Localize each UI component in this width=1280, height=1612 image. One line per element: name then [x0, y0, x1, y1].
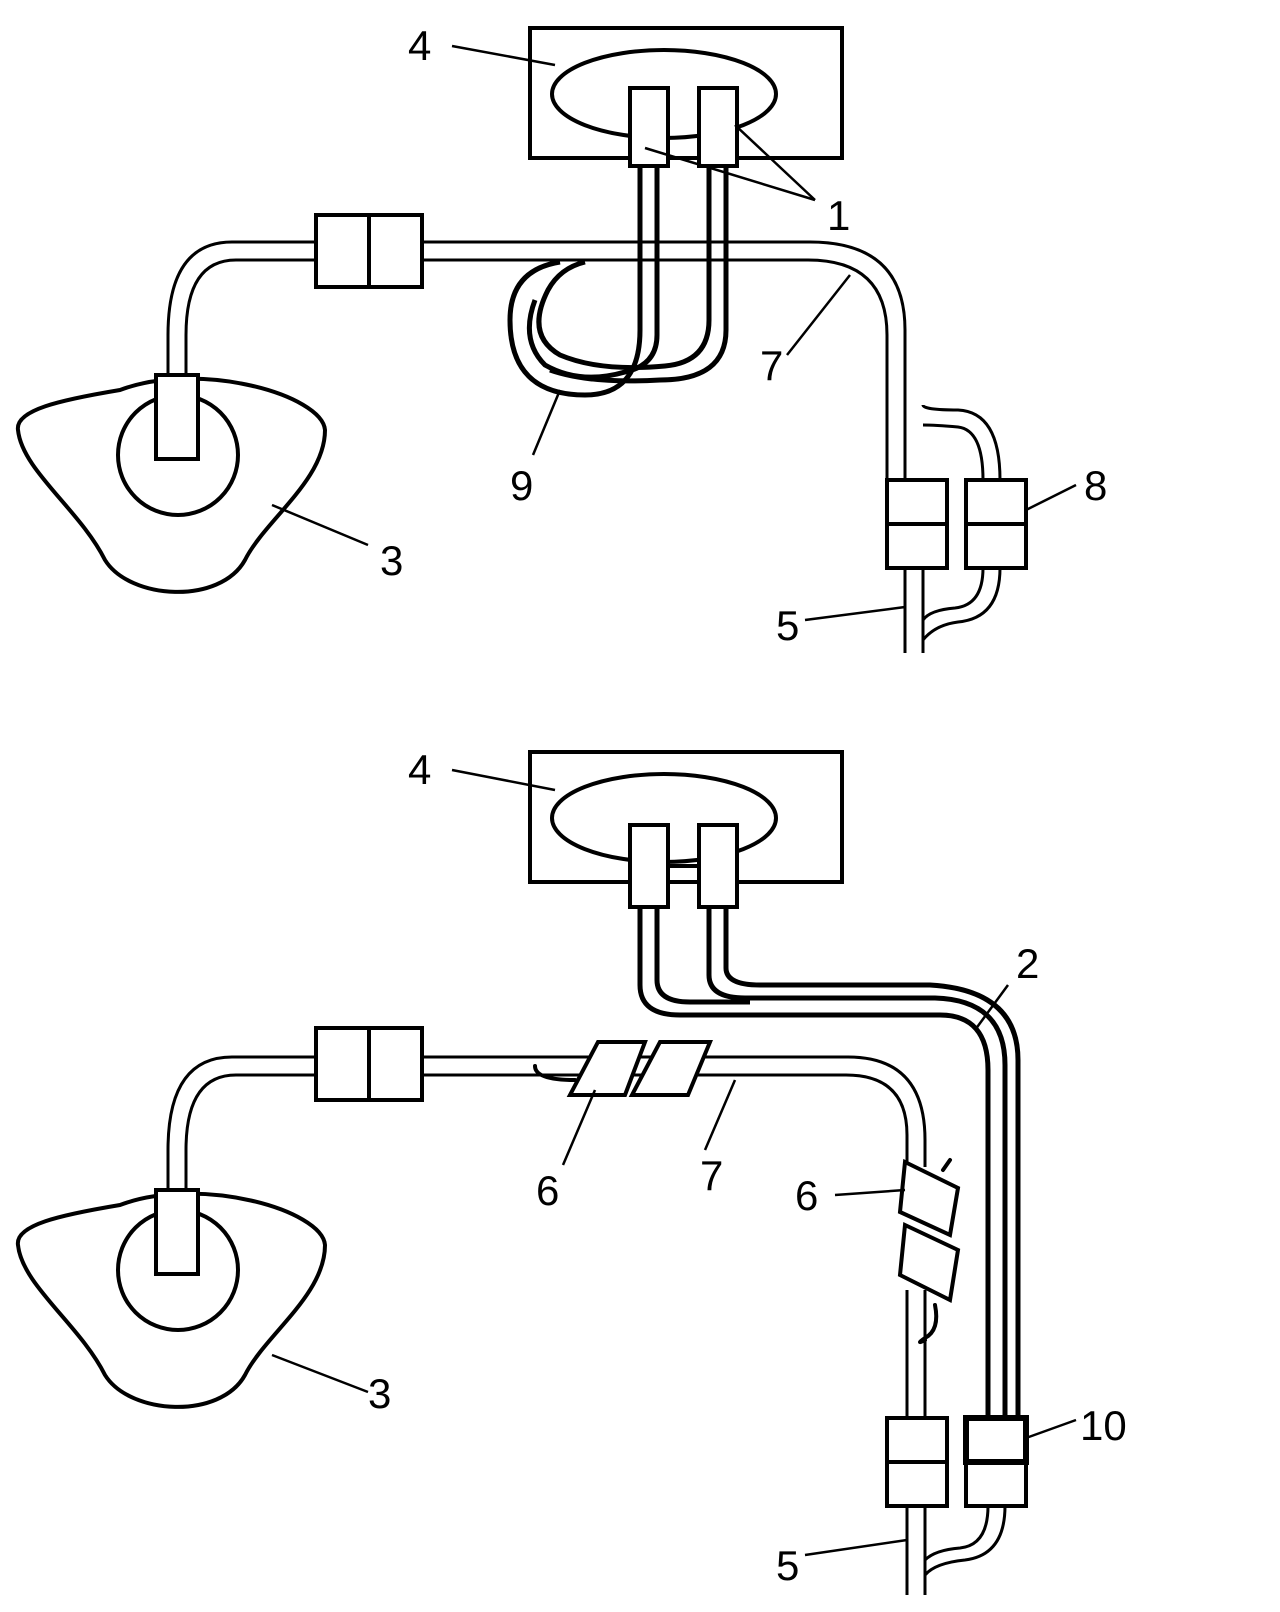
label-device-4-top: 4: [408, 22, 431, 69]
coil-9-top: [507, 166, 729, 398]
leaders-bottom: [271, 768, 1077, 1557]
valve-block-8-top: [964, 478, 1028, 570]
tube-connector-bottom: [314, 1026, 424, 1102]
mask-3-top: [15, 373, 327, 594]
label-valve-10: 10: [1080, 1402, 1127, 1449]
label-connectors-1: 1: [827, 192, 850, 239]
label-device-4-bottom: 4: [408, 746, 431, 793]
label-mask-3-bottom: 3: [368, 1370, 391, 1417]
valve-block-left-bottom: [885, 1416, 949, 1508]
label-clip-6-left: 6: [536, 1167, 559, 1214]
device-4-bottom: [528, 750, 844, 909]
tube-connector-top: [314, 213, 424, 289]
label-mask-3-top: 3: [380, 537, 403, 584]
label-hose-2: 2: [1016, 940, 1039, 987]
figure-bottom: 4 2 6 7 6 3 10 5: [15, 746, 1127, 1595]
label-tube-7-top: 7: [760, 342, 783, 389]
label-tube-7-bottom: 7: [700, 1152, 723, 1199]
valve-block-10: [963, 1415, 1029, 1508]
label-clip-6-right: 6: [795, 1172, 818, 1219]
valve-block-left-top: [885, 478, 949, 570]
leaders-top: [271, 44, 1077, 622]
clip-6-horizontal: [533, 1040, 713, 1097]
device-4-top: [528, 26, 844, 160]
label-coil-9: 9: [510, 462, 533, 509]
hose-2: [637, 907, 1021, 1418]
figure-top: 4 1 7 9 3 8 5: [15, 22, 1107, 653]
clip-6-vertical: [897, 1158, 961, 1345]
mask-3-bottom: [15, 1188, 327, 1409]
label-valve-8: 8: [1084, 462, 1107, 509]
label-supply-5-bottom: 5: [776, 1542, 799, 1589]
tube-7-top: [166, 240, 1002, 653]
tube-7-bottom: [166, 1055, 1007, 1595]
label-supply-5-top: 5: [776, 602, 799, 649]
